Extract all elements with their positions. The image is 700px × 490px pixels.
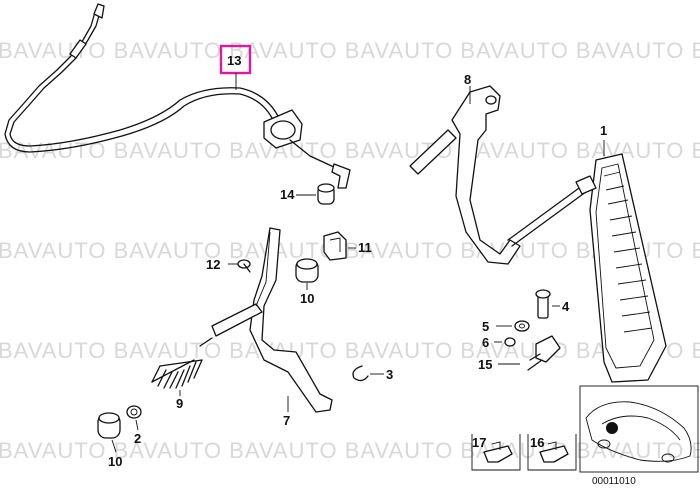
pedal — [575, 140, 667, 383]
label-10-upper: 10 — [300, 291, 314, 306]
label-9: 9 — [176, 396, 183, 411]
ball-joint — [498, 335, 561, 371]
bushing-lower — [97, 412, 121, 453]
label-2: 2 — [134, 431, 141, 446]
watermark: BAVAUTO BAVAUTO BAVAUTO BAVAUTO BAVAUTO … — [0, 38, 700, 463]
vehicle-location-inset — [579, 385, 699, 473]
label-6: 6 — [482, 335, 489, 350]
label-8: 8 — [464, 72, 471, 87]
retaining-clip — [352, 365, 384, 382]
watermark-row-3: BAVAUTO BAVAUTO BAVAUTO BAVAUTO BAVAUTO … — [0, 238, 700, 263]
label-3: 3 — [386, 367, 393, 382]
label-7: 7 — [283, 413, 290, 428]
watermark-row-4: BAVAUTO BAVAUTO BAVAUTO BAVAUTO BAVAUTO … — [0, 338, 700, 363]
label-14: 14 — [280, 187, 295, 202]
bolt — [535, 289, 560, 319]
label-11: 11 — [358, 240, 372, 255]
diagram-code: 00011010 — [592, 476, 636, 487]
location-dot-icon — [606, 422, 618, 434]
label-1: 1 — [600, 123, 607, 138]
label-5: 5 — [482, 319, 489, 334]
nut — [494, 337, 516, 347]
part-17-box — [471, 434, 521, 471]
screw — [228, 259, 251, 273]
label-12: 12 — [206, 257, 220, 272]
small-bushing — [126, 405, 142, 431]
label-15: 15 — [478, 357, 492, 372]
part-16-box — [527, 434, 577, 471]
lever — [211, 227, 333, 413]
label-4: 4 — [562, 299, 570, 314]
spring — [151, 337, 213, 396]
clip — [323, 231, 356, 261]
pedal-lever-arm — [409, 85, 595, 265]
label-13: 13 — [227, 53, 241, 68]
watermark-row-2: BAVAUTO BAVAUTO BAVAUTO BAVAUTO BAVAUTO … — [0, 138, 700, 163]
label-16: 16 — [530, 435, 544, 450]
watermark-row-1: BAVAUTO BAVAUTO BAVAUTO BAVAUTO BAVAUTO … — [0, 38, 700, 63]
accelerator-cable — [4, 3, 351, 189]
watermark-row-5: BAVAUTO BAVAUTO BAVAUTO BAVAUTO BAVAUTO … — [0, 438, 700, 463]
highlight-frame — [219, 44, 252, 75]
bushing-upper — [295, 258, 319, 290]
bushing — [296, 183, 335, 205]
label-17: 17 — [472, 435, 486, 450]
washer — [496, 320, 530, 332]
label-10-lower: 10 — [108, 454, 122, 469]
